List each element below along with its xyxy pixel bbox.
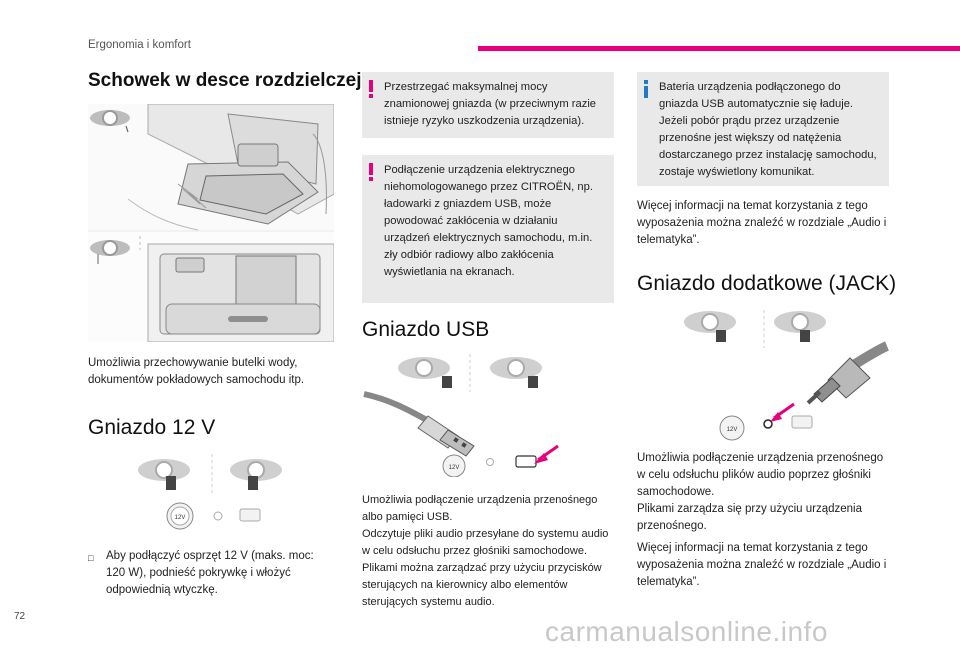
jack-icon-label: 12V	[727, 427, 738, 433]
usb-icon-label: 12V	[449, 465, 460, 471]
socket12v-title: Gniazdo 12 V	[88, 416, 216, 439]
warning-exclamation-icon	[369, 80, 373, 98]
jack-more-info: Więcej informacji na temat korzystania z…	[637, 542, 887, 588]
section-label: Ergonomia i komfort	[88, 39, 191, 51]
socket12v-icon-label: 12V	[175, 515, 186, 521]
info-icon	[644, 80, 648, 98]
page-number: 72	[14, 611, 26, 622]
socket12v-instruction: Aby podłączyć osprzęt 12 V (maks. moc: 1…	[106, 550, 314, 596]
watermark: carmanualsonline.info	[545, 616, 828, 647]
warning-text-non-homologated: Podłączenie urządzenia elektrycznego nie…	[384, 164, 593, 278]
usb-description: Umożliwia podłączenie urządzenia przenoś…	[362, 494, 609, 608]
glovebox-illustration	[88, 104, 334, 342]
warning-text-max-power: Przestrzegać maksymalnej mocy znamionowe…	[384, 81, 597, 127]
glovebox-title: Schowek w desce rozdzielczej	[88, 70, 362, 91]
usb-illustration: 12V	[363, 354, 559, 477]
jack-title: Gniazdo dodatkowe (JACK)	[637, 272, 897, 295]
glovebox-description: Umożliwia przechowywanie butelki wody, d…	[88, 357, 305, 386]
jack-description: Umożliwia podłączenie urządzenia przenoś…	[637, 452, 884, 532]
socket12v-bullet: □	[88, 553, 94, 563]
warning-box-non-homologated: Podłączenie urządzenia elektrycznego nie…	[362, 155, 614, 303]
info-text-usb-charging: Bateria urządzenia podłączonego do gniaz…	[659, 81, 877, 178]
section-accent-bar	[478, 46, 960, 51]
warning-exclamation-icon	[369, 163, 373, 181]
more-info-usb: Więcej informacji na temat korzystania z…	[637, 200, 887, 246]
warning-box-max-power: Przestrzegać maksymalnej mocy znamionowe…	[362, 72, 614, 138]
socket12v-illustration: 12V	[138, 454, 282, 530]
jack-illustration: 12V	[684, 310, 890, 441]
info-box-usb-charging: Bateria urządzenia podłączonego do gniaz…	[637, 72, 889, 186]
usb-title: Gniazdo USB	[362, 318, 490, 341]
